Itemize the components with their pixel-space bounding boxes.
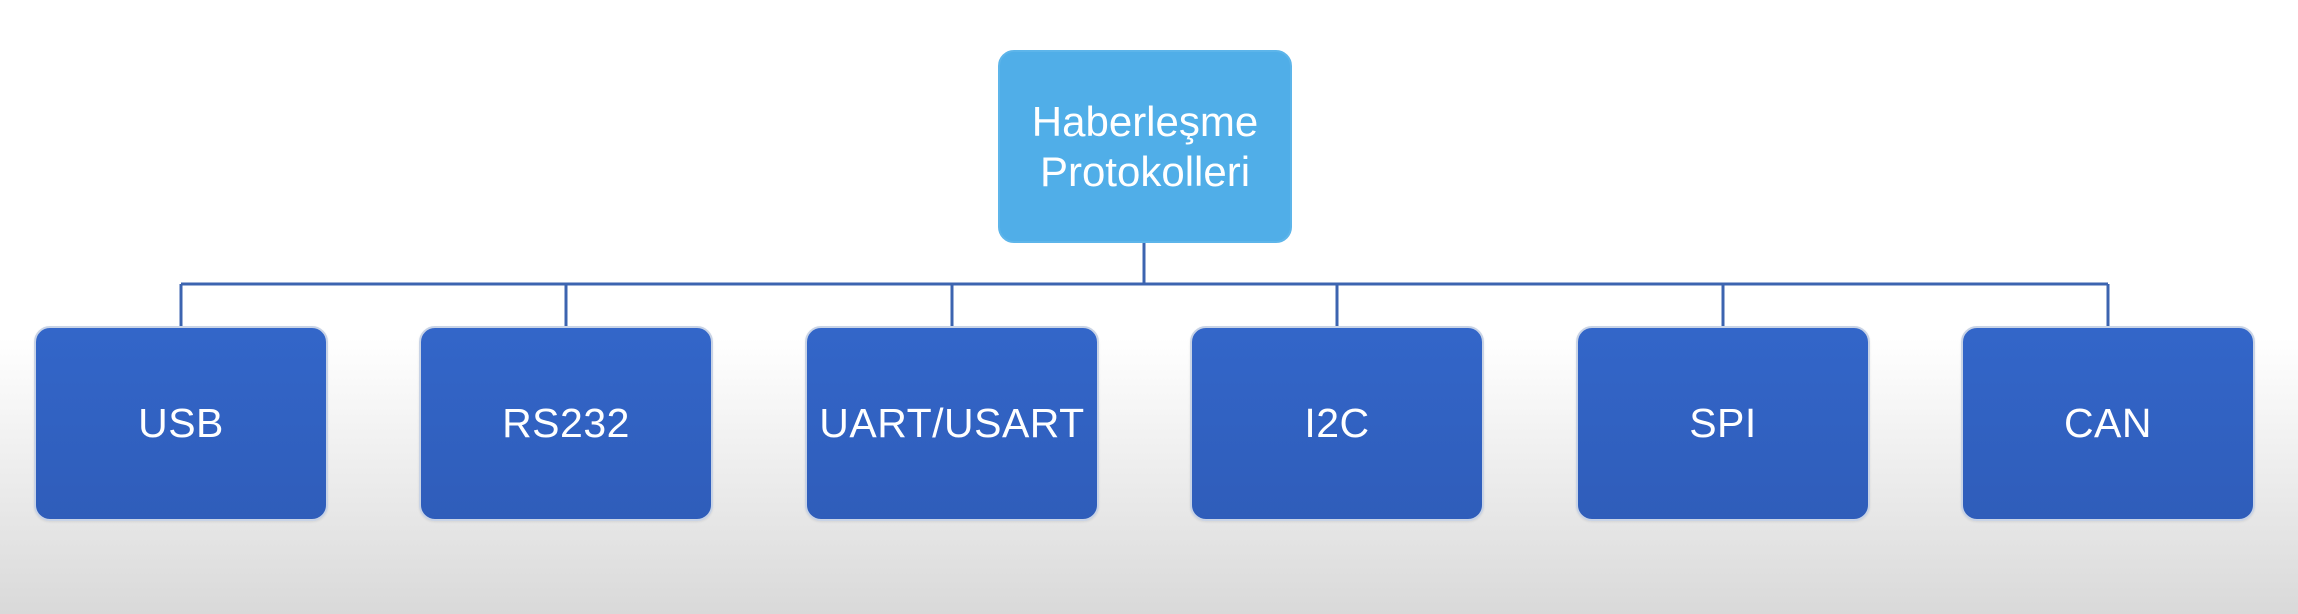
child-node-label: I2C (1304, 400, 1370, 446)
child-node-label: RS232 (502, 400, 630, 446)
child-node-uart-usart: UART/USART (805, 326, 1099, 521)
child-node-usb: USB (34, 326, 328, 521)
root-node: Haberleşme Protokolleri (998, 50, 1292, 243)
root-node-label: Haberleşme Protokolleri (1031, 97, 1259, 195)
child-node-i2c: I2C (1190, 326, 1484, 521)
child-node-label: CAN (2063, 400, 2153, 446)
child-node-can: CAN (1961, 326, 2255, 521)
child-node-label: UART/USART (819, 400, 1085, 446)
child-node-label: USB (138, 400, 224, 446)
child-node-rs232: RS232 (419, 326, 713, 521)
child-node-label: SPI (1689, 400, 1757, 446)
child-node-spi: SPI (1576, 326, 1870, 521)
